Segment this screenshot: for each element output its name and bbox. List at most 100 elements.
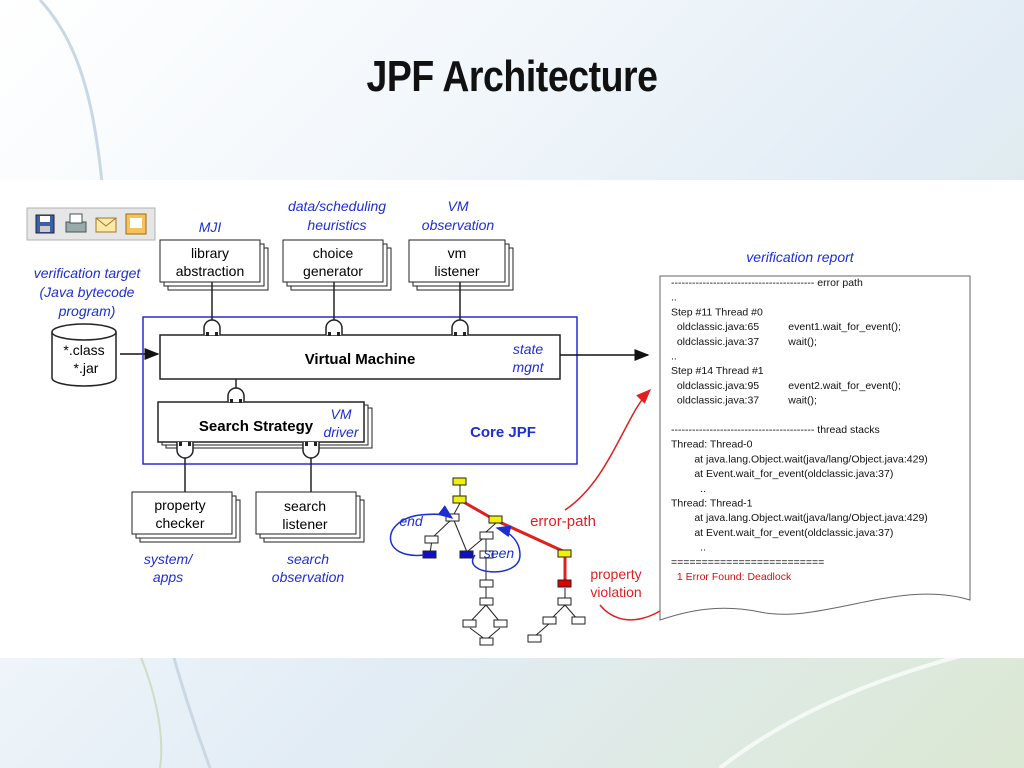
vm-observation-label-2: observation — [422, 217, 495, 233]
property-violation-label-2: violation — [590, 584, 641, 600]
verification-target-label: verification target — [34, 265, 142, 281]
report-line: .. — [671, 542, 706, 554]
checker-label: checker — [155, 515, 204, 531]
system-apps-label-1: system/ — [144, 551, 194, 567]
data-scheduling-label: data/scheduling — [288, 198, 386, 214]
export-icon[interactable] — [125, 213, 147, 235]
tree-node — [479, 637, 494, 646]
architecture-diagram: MJI data/scheduling heuristics VM observ… — [26, 198, 971, 646]
tree-node — [479, 579, 494, 588]
tree-node — [445, 513, 460, 522]
search-strategy-label: Search Strategy — [199, 418, 314, 435]
report-line: oldclassic.java:65 event1.wait_for_event… — [671, 321, 901, 333]
verification-report-doc: ----------------------------------------… — [659, 275, 971, 621]
class-jar-cylinder: *.class *.jar — [51, 323, 117, 387]
tree-node — [479, 597, 494, 606]
tree-node — [557, 549, 572, 558]
core-jpf-label: Core JPF — [470, 424, 536, 441]
vm-driver-label-2: driver — [323, 424, 359, 440]
virtual-machine-label: Virtual Machine — [305, 351, 416, 368]
tree-node — [488, 515, 503, 524]
tree-node — [424, 535, 439, 544]
report-line: ----------------------------------------… — [671, 277, 863, 289]
vm-driver-label-1: VM — [331, 406, 352, 422]
mji-plug — [203, 282, 221, 336]
end-label: end — [399, 513, 424, 529]
choice-plug — [325, 282, 343, 336]
vm-observation-label-1: VM — [448, 198, 469, 214]
tree-node — [479, 531, 494, 540]
tree-node — [527, 634, 542, 643]
print-icon[interactable] — [65, 213, 87, 233]
report-line: at java.lang.Object.wait(java/lang/Objec… — [671, 453, 928, 465]
abstraction-label: abstraction — [176, 263, 244, 279]
library-label: library — [191, 245, 229, 261]
vm-label: vm — [448, 245, 467, 261]
tree-node — [557, 597, 572, 606]
property-violation-label-1: property — [590, 566, 641, 582]
report-line: .. — [671, 351, 677, 363]
mji-label: MJI — [199, 219, 222, 235]
error-path-arrow — [564, 388, 652, 511]
tree-node — [542, 616, 557, 625]
report-line: .. — [671, 292, 677, 304]
seen-label: seen — [484, 545, 515, 561]
state-space-tree — [422, 477, 586, 646]
tree-node-violation — [557, 579, 572, 588]
save-icon[interactable] — [35, 214, 55, 234]
vm-listener-plug — [451, 282, 469, 336]
report-line: 1 Error Found: Deadlock — [671, 571, 792, 583]
choice-label: choice — [313, 245, 354, 261]
property-checker-plug — [176, 442, 194, 492]
search-observation-label-1: search — [287, 551, 329, 567]
heuristics-label: heuristics — [307, 217, 366, 233]
report-line: oldclassic.java:95 event2.wait_for_event… — [671, 380, 901, 392]
report-line: at java.lang.Object.wait(java/lang/Objec… — [671, 512, 928, 524]
generator-label: generator — [303, 263, 363, 279]
library-abstraction-box: library abstraction — [159, 239, 269, 291]
report-line: oldclassic.java:37 wait(); — [671, 336, 817, 348]
seen-arrow — [471, 525, 521, 573]
report-line: at Event.wait_for_event(oldclassic.java:… — [671, 527, 893, 539]
report-line: Step #11 Thread #0 — [671, 306, 763, 318]
report-line: Thread: Thread-0 — [671, 439, 753, 451]
class-label: *.class — [63, 342, 104, 358]
report-line: oldclassic.java:37 wait(); — [671, 395, 817, 407]
verification-report-label: verification report — [746, 249, 854, 265]
report-line: Step #14 Thread #1 — [671, 365, 764, 377]
mail-icon[interactable] — [95, 217, 117, 233]
report-line: .. — [671, 483, 706, 495]
program-label: program) — [58, 303, 116, 319]
vm-search-plug — [227, 379, 245, 403]
report-line: ========================= — [671, 556, 824, 568]
search-strategy-box: Search Strategy VM driver — [157, 401, 373, 449]
search-listener-box: search listener — [255, 491, 365, 543]
tree-node — [493, 619, 508, 628]
jar-label: *.jar — [74, 360, 99, 376]
listener-label: listener — [434, 263, 479, 279]
search-listener-plug — [302, 442, 320, 492]
property-checker-box: property checker — [131, 491, 241, 543]
end-arrow — [389, 505, 454, 557]
error-path-label: error-path — [530, 513, 596, 530]
tree-node — [452, 495, 467, 504]
tree-node — [479, 550, 494, 559]
search-label: search — [284, 498, 326, 514]
listener2-label: listener — [282, 516, 327, 532]
report-lines: ----------------------------------------… — [671, 277, 928, 583]
java-bytecode-label: (Java bytecode — [40, 284, 135, 300]
property-label: property — [154, 497, 205, 513]
slide-title: JPF Architecture — [366, 52, 658, 101]
report-line: ----------------------------------------… — [671, 424, 880, 436]
report-line: Thread: Thread-1 — [671, 498, 753, 510]
diagram-panel: MJI data/scheduling heuristics VM observ… — [0, 180, 1024, 658]
search-observation-label-2: observation — [272, 569, 345, 585]
system-apps-label-2: apps — [153, 569, 183, 585]
virtual-machine-box: Virtual Machine state mgnt — [159, 334, 561, 380]
report-line: at Event.wait_for_event(oldclassic.java:… — [671, 468, 893, 480]
core-jpf-frame — [142, 316, 578, 465]
tree-node-seen — [459, 550, 474, 559]
mgnt-label: mgnt — [512, 359, 544, 375]
tree-node-root — [452, 477, 467, 486]
choice-generator-box: choice generator — [282, 239, 392, 291]
